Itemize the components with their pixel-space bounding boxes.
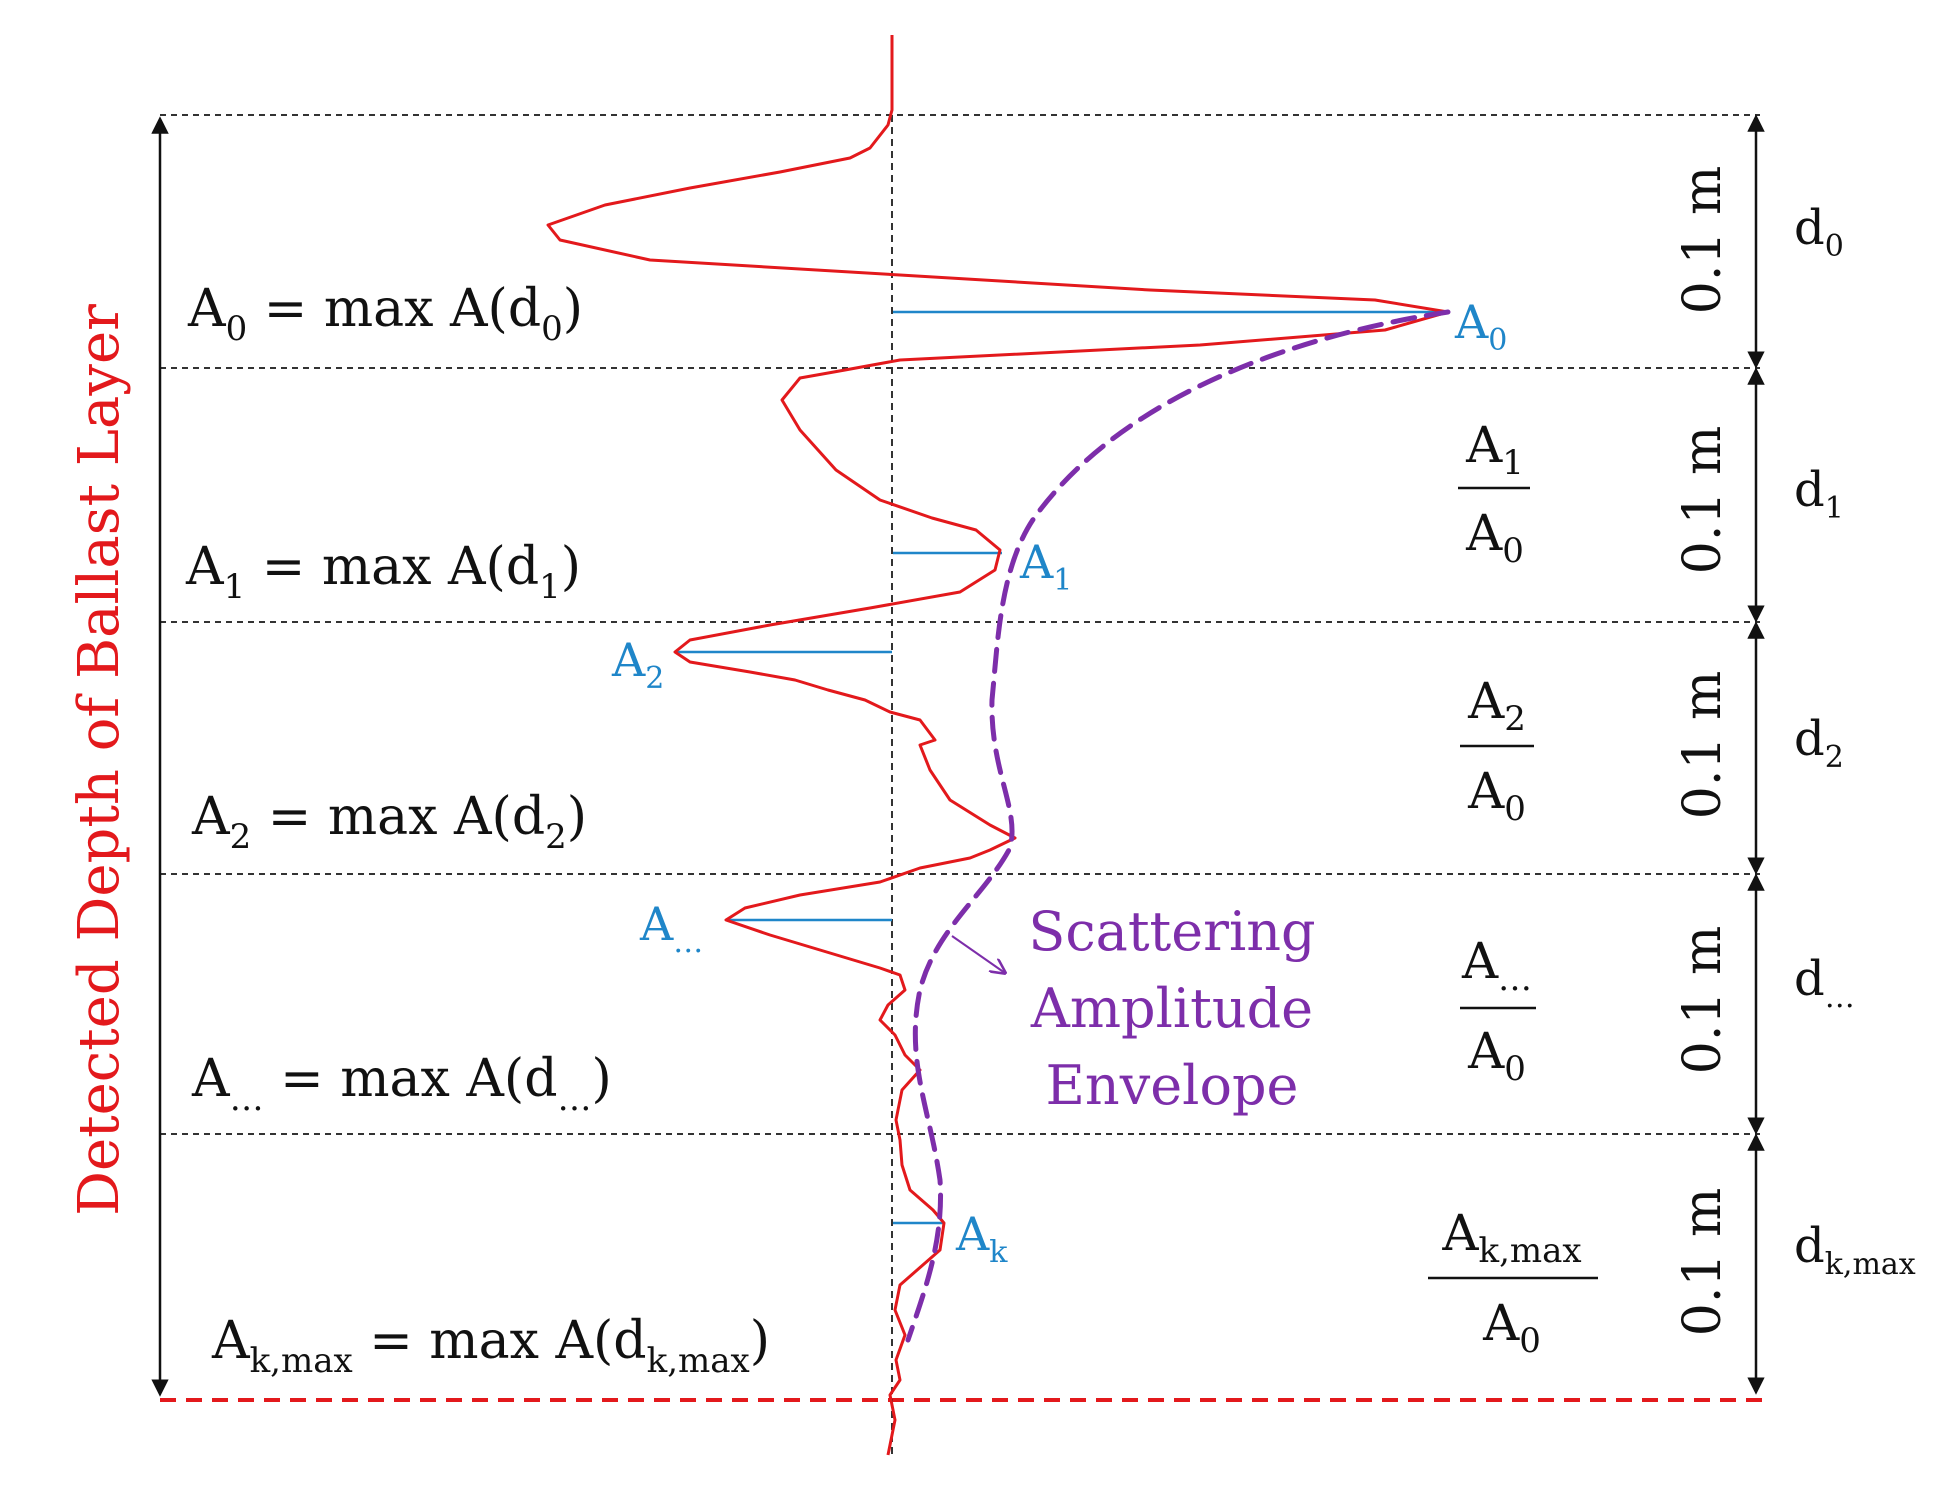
svg-text:Ak,max: Ak,max (1441, 1204, 1581, 1271)
thickness-label-3: 0.1 m (1673, 926, 1733, 1075)
layer-name-3: d… (1794, 951, 1855, 1015)
ratio-3: A… A0 (1460, 932, 1536, 1089)
layer-name-1: d1 (1794, 462, 1844, 526)
peak-lines (676, 310, 1448, 1225)
layer-name-2: d2 (1794, 711, 1844, 775)
svg-text:A0: A0 (1467, 762, 1526, 829)
svg-text:A0: A0 (1465, 504, 1524, 571)
equation-1: A1 = max A(d1) (185, 537, 581, 607)
equation-3: A… = max A(d…) (191, 1049, 612, 1119)
layer-name-0: d0 (1794, 200, 1844, 264)
thickness-label-1: 0.1 m (1673, 426, 1733, 575)
svg-text:A…: A… (1461, 932, 1532, 999)
signal-trace (546, 35, 1450, 1456)
layer-names: d0 d1 d2 d… dk,max (1794, 200, 1916, 1282)
svg-text:A0: A0 (1482, 1294, 1541, 1361)
svg-text:A0: A0 (1467, 1022, 1526, 1089)
peak-label-2: A2 (611, 633, 664, 696)
peak-label-3: A… (639, 897, 703, 960)
ratio-1: A1 A0 (1458, 416, 1530, 571)
equations: A0 = max A(d0) A1 = max A(d1) A2 = max A… (185, 279, 770, 1381)
envelope-label-line-1: Amplitude (1030, 977, 1313, 1040)
ratio-4: Ak,max A0 (1428, 1204, 1598, 1361)
thickness-label-0: 0.1 m (1673, 166, 1733, 315)
ratios: A1 A0 A2 A0 A… A0 Ak,max A0 (1428, 416, 1598, 1361)
envelope-label-line-0: Scattering (1028, 900, 1315, 963)
envelope-label: Scattering Amplitude Envelope (1028, 900, 1315, 1117)
equation-0: A0 = max A(d0) (187, 279, 583, 349)
envelope-label-line-2: Envelope (1046, 1054, 1299, 1117)
svg-text:A1: A1 (1465, 416, 1524, 483)
equation-2: A2 = max A(d2) (191, 787, 587, 857)
layer-name-4: dk,max (1794, 1218, 1916, 1282)
peak-labels: A0 A1 A2 A… Ak (611, 295, 1507, 1270)
peak-label-0: A0 (1454, 295, 1507, 358)
equation-4: Ak,max = max A(dk,max) (211, 1311, 770, 1381)
thickness-labels: 0.1 m 0.1 m 0.1 m 0.1 m 0.1 m (1673, 166, 1733, 1337)
svg-text:A2: A2 (1467, 672, 1526, 739)
thickness-label-2: 0.1 m (1673, 671, 1733, 820)
layer-boundaries (160, 114, 1760, 1135)
peak-label-4: Ak (955, 1207, 1008, 1270)
peak-label-1: A1 (1019, 535, 1072, 598)
thickness-label-4: 0.1 m (1673, 1188, 1733, 1337)
ratio-2: A2 A0 (1460, 672, 1534, 829)
envelope-pointer-arrow (951, 935, 1005, 973)
scattering-amplitude-envelope (905, 309, 1451, 1343)
depth-axis-label: Detected Depth of Ballast Layer (67, 304, 132, 1216)
